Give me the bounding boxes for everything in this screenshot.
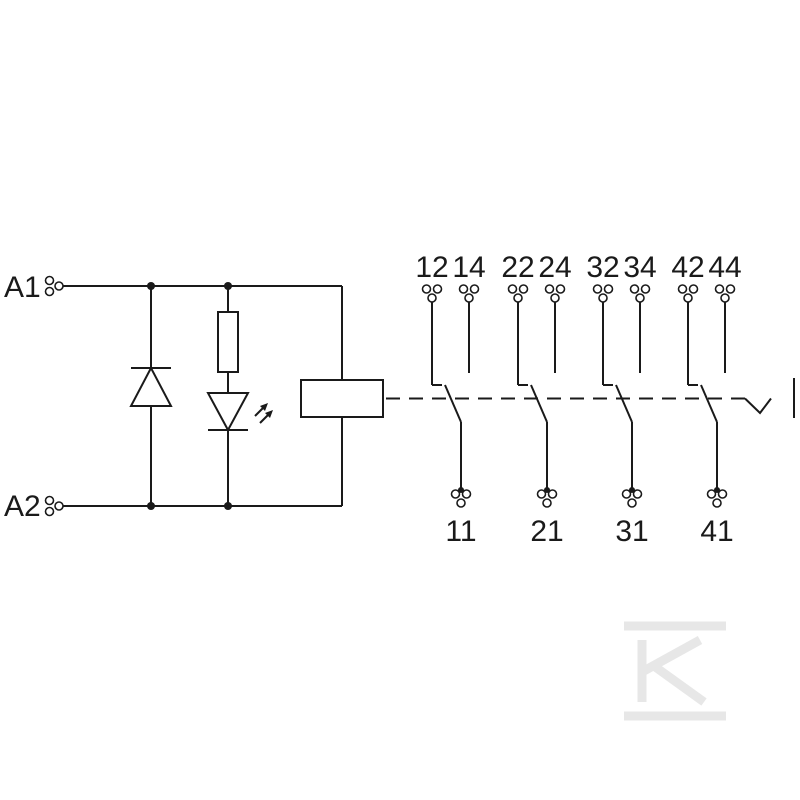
- contact-blade: [700, 384, 718, 423]
- terminal-a1: [44, 275, 64, 297]
- terminal-21: [536, 489, 558, 508]
- mechanical-linkage: [386, 378, 795, 418]
- contact-label-24: 24: [538, 251, 571, 284]
- terminal-11: [450, 489, 472, 508]
- relay-coil: [300, 379, 384, 418]
- contact-label-42: 42: [671, 251, 704, 284]
- contact-label-32: 32: [586, 251, 619, 284]
- contact-blade: [615, 384, 633, 423]
- terminal-label-a1: A1: [4, 271, 41, 304]
- contact-label-44: 44: [708, 251, 741, 284]
- terminal-14: [458, 284, 480, 303]
- terminal-24: [544, 284, 566, 303]
- terminal-12: [421, 284, 443, 303]
- watermark-logo: [624, 621, 726, 721]
- light-emission-arrows-icon: [254, 403, 273, 424]
- contact-label-14: 14: [452, 251, 485, 284]
- terminal-label-a2: A2: [4, 490, 41, 523]
- terminal-32: [592, 284, 614, 303]
- terminal-44: [714, 284, 736, 303]
- contact-label-41: 41: [700, 515, 733, 548]
- contact-label-21: 21: [530, 515, 563, 548]
- contact-label-31: 31: [615, 515, 648, 548]
- terminal-31: [621, 489, 643, 508]
- led: [206, 392, 250, 433]
- terminal-22: [507, 284, 529, 303]
- terminal-41: [706, 489, 728, 508]
- freewheel-diode: [129, 286, 173, 506]
- contact-label-12: 12: [415, 251, 448, 284]
- contact-blade: [444, 384, 462, 423]
- supply-rails: [63, 285, 343, 507]
- junction-nodes: [147, 282, 232, 510]
- led-indicator-branch: [206, 286, 273, 506]
- contact-label-34: 34: [623, 251, 656, 284]
- terminal-a2: [44, 495, 64, 517]
- contact-label-22: 22: [501, 251, 534, 284]
- resistor: [217, 311, 239, 373]
- terminal-34: [629, 284, 651, 303]
- terminal-42: [677, 284, 699, 303]
- contact-label-11: 11: [445, 515, 476, 548]
- contact-blade: [530, 384, 548, 423]
